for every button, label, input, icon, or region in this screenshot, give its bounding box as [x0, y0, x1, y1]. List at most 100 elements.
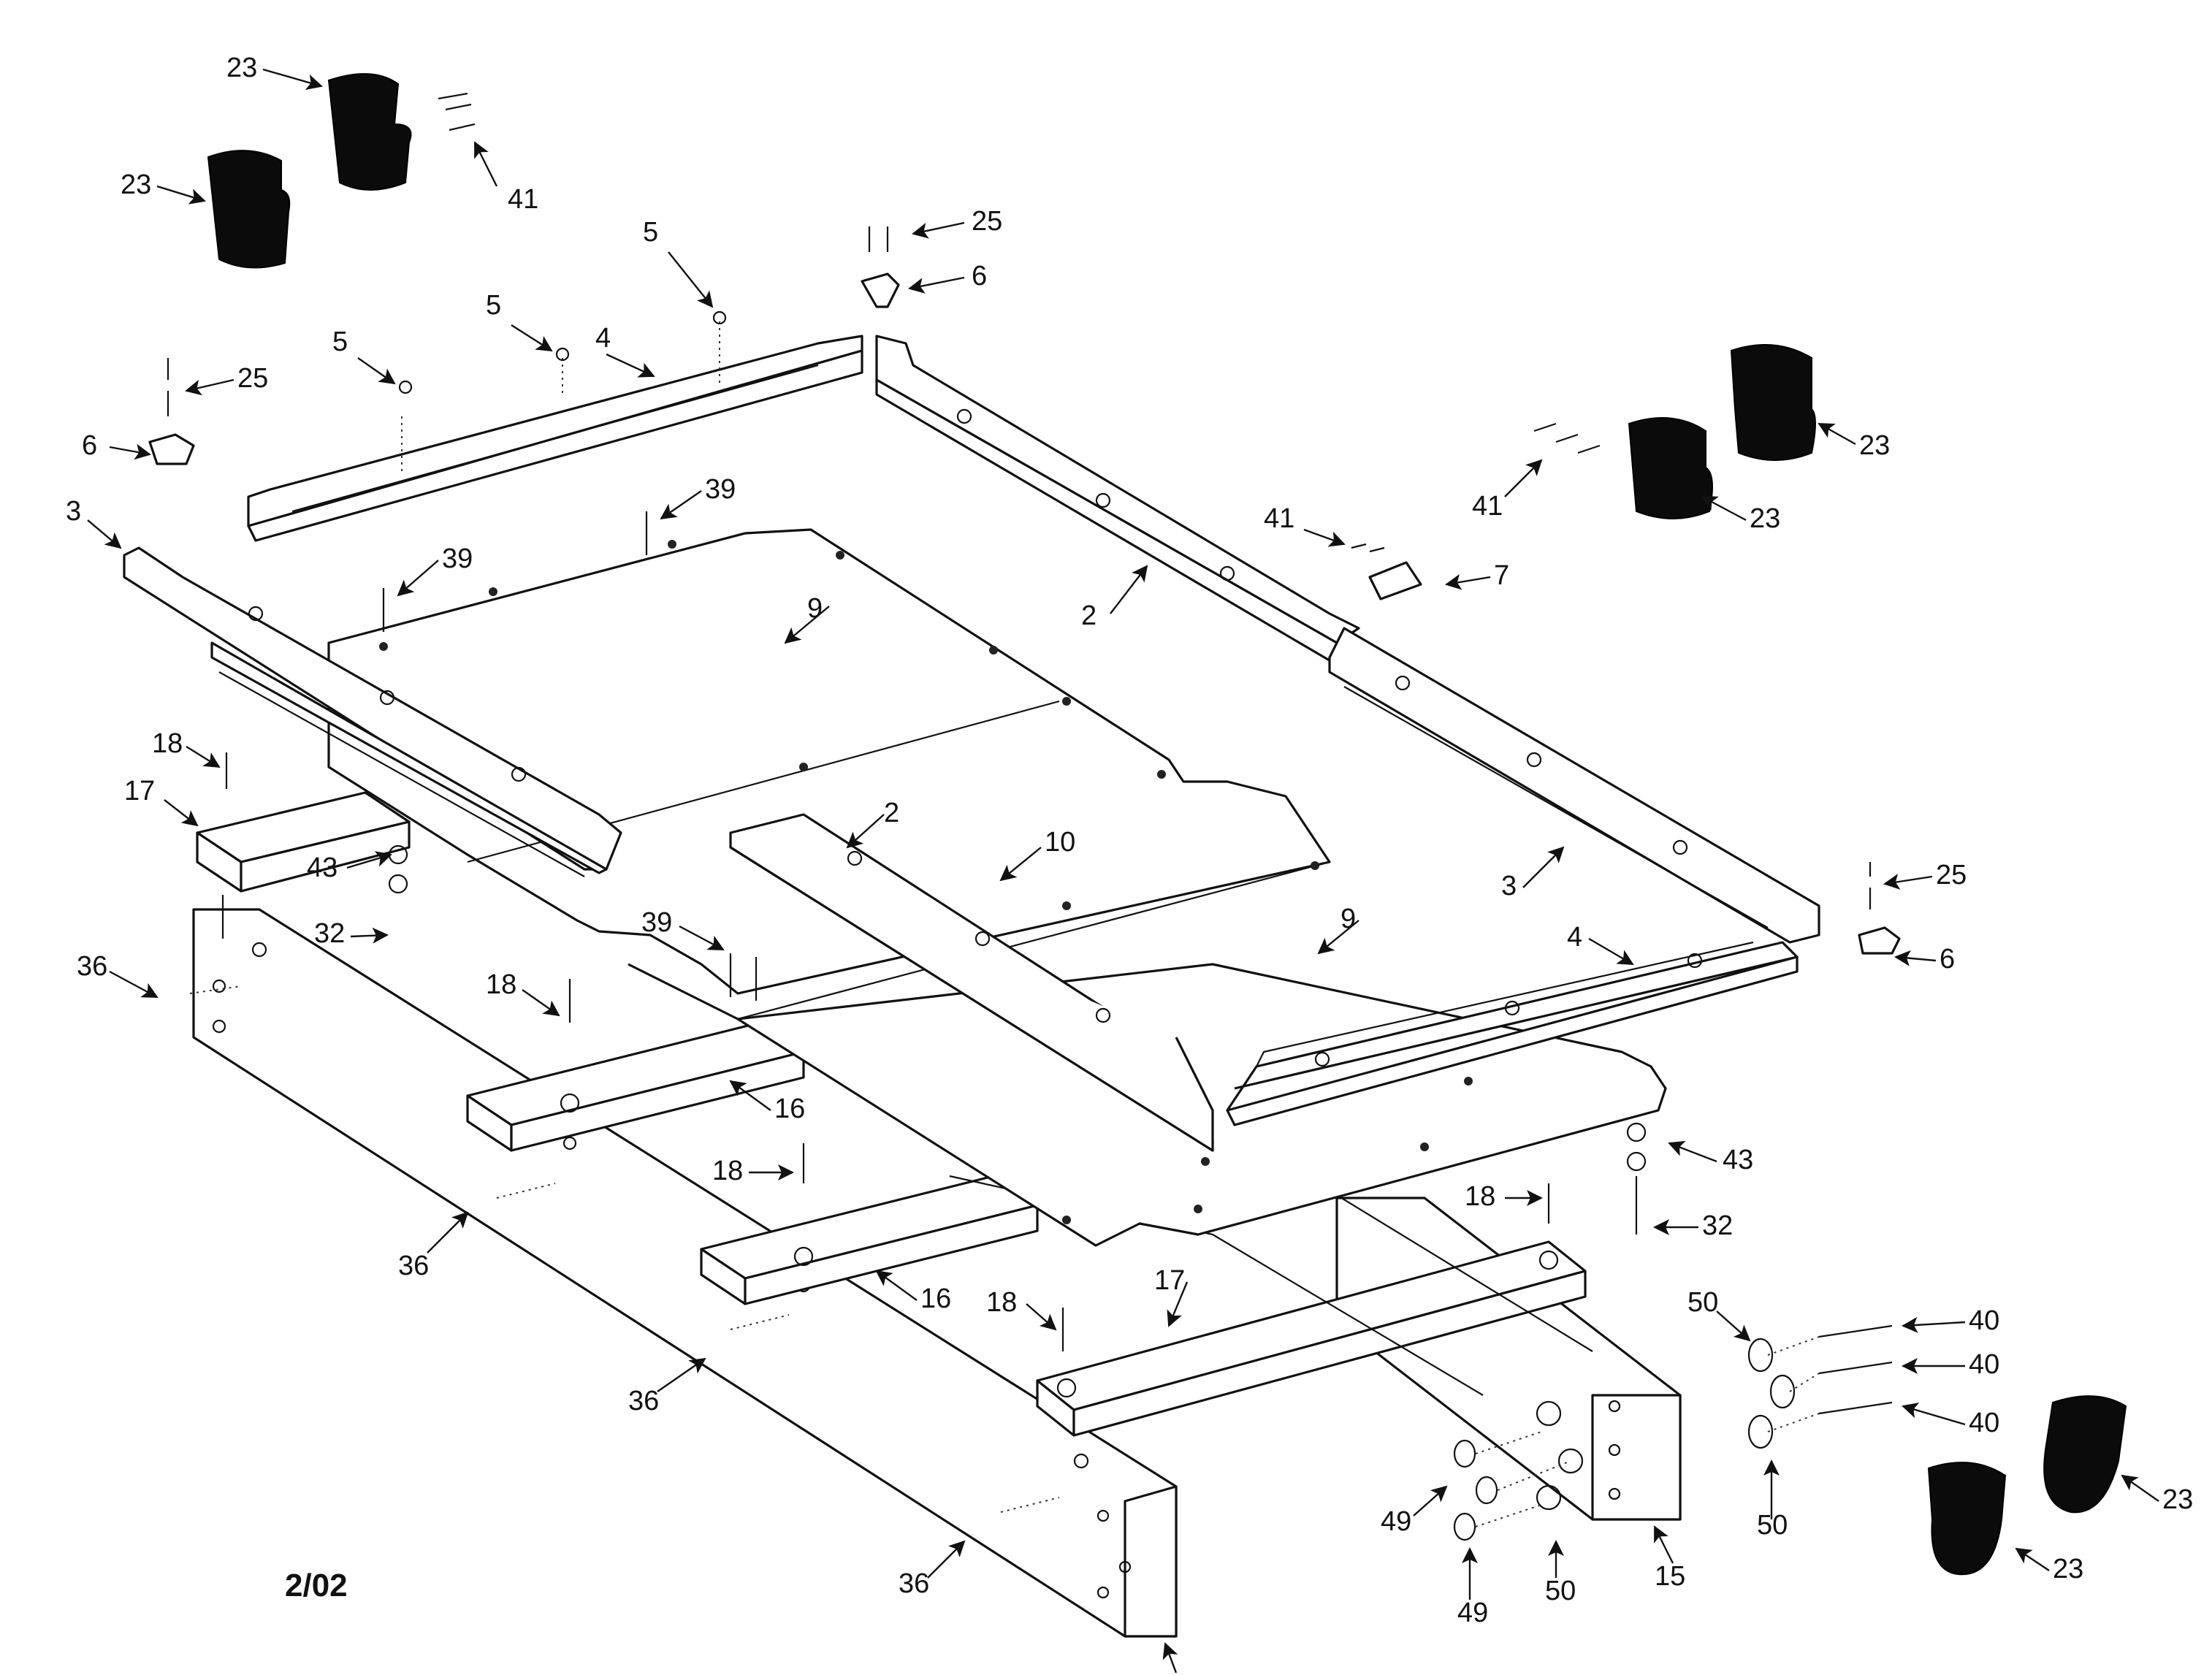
pocket-cup-23-b	[207, 150, 291, 269]
callout-40: 40	[1969, 1349, 1999, 1380]
callout-41: 41	[1264, 503, 1294, 534]
leg-end-board-15	[1335, 1197, 1682, 1521]
callout-18: 18	[712, 1156, 743, 1186]
callout-23: 23	[2053, 1554, 2083, 1584]
rail-2-rear	[875, 335, 1360, 666]
callout-leader-arrow	[164, 799, 199, 827]
callout-5: 5	[332, 327, 348, 357]
callout-6: 6	[82, 430, 97, 461]
cross-brace-16-front	[700, 1175, 1039, 1305]
callout-6: 6	[972, 261, 987, 291]
callout-leader-arrow	[2121, 1474, 2159, 1502]
callout-leader-arrow	[427, 1211, 469, 1254]
callout-18: 18	[1465, 1181, 1495, 1212]
callout-6: 6	[1940, 944, 1955, 974]
washers-and-bolts	[221, 511, 1893, 1541]
callout-leader-arrow	[908, 276, 965, 294]
callout-17: 17	[1154, 1265, 1185, 1296]
callout-leader-arrow	[1303, 528, 1346, 547]
callout-23: 23	[121, 169, 151, 200]
callout-leader-arrow	[357, 357, 396, 385]
callout-leader-arrow	[1110, 565, 1148, 614]
callout-25: 25	[1936, 860, 1967, 890]
callout-50: 50	[1757, 1510, 1788, 1541]
callout-leader-arrow	[606, 353, 655, 378]
callout-49: 49	[1457, 1598, 1488, 1628]
callout-leader-arrow	[657, 1357, 706, 1392]
callout-7: 7	[1494, 560, 1509, 591]
callout-25: 25	[972, 206, 1002, 237]
callout-25: 25	[237, 363, 268, 394]
callout-leader-arrow	[350, 927, 389, 944]
callout-leader-arrow	[346, 851, 392, 869]
rail-4-front	[1226, 941, 1799, 1126]
callout-2: 2	[884, 798, 899, 828]
callout-leader-arrow	[1902, 1316, 1966, 1333]
callout-17: 17	[124, 776, 155, 806]
callout-leader-arrow	[1522, 846, 1565, 888]
callout-9: 9	[1340, 904, 1356, 934]
callout-18: 18	[152, 728, 183, 759]
callout-41: 41	[1472, 491, 1503, 522]
callout-23: 23	[2162, 1484, 2193, 1515]
callout-leader-arrow	[511, 324, 553, 352]
callout-leader-arrow	[912, 221, 965, 239]
rail-4-rear	[247, 335, 863, 542]
rail-3-left	[123, 546, 622, 877]
callout-36: 36	[77, 951, 107, 982]
callout-leader-arrow	[1818, 422, 1856, 446]
rail-3-right	[1328, 627, 1820, 944]
corner-casting-6-left	[148, 433, 195, 465]
callout-16: 16	[774, 1094, 805, 1124]
side-board-arrow	[1162, 1642, 1178, 1674]
callout-39: 39	[641, 907, 672, 938]
callout-leader-arrow	[1883, 874, 1933, 890]
callout-leader-arrow	[1317, 920, 1359, 955]
callout-leader-arrow	[1902, 1403, 1966, 1426]
rail-2-front	[729, 813, 1214, 1152]
callout-15: 15	[1655, 1561, 1685, 1592]
callout-43: 43	[1723, 1145, 1753, 1175]
callout-9: 9	[807, 593, 823, 624]
callout-39: 39	[705, 474, 736, 505]
revision-date: 2/02	[285, 1568, 348, 1603]
callout-40: 40	[1969, 1408, 1999, 1438]
pocket-cup-23-c	[1730, 344, 1816, 461]
callout-18: 18	[986, 1287, 1017, 1318]
callout-leader-arrow	[87, 519, 122, 549]
callout-36: 36	[628, 1386, 659, 1416]
callout-23: 23	[1859, 430, 1890, 461]
callout-leader-arrow	[109, 443, 151, 460]
callout-4: 4	[1567, 922, 1582, 953]
callout-leader-arrow	[784, 606, 830, 644]
corner-casting-6-top	[861, 272, 900, 308]
callout-39: 39	[442, 543, 473, 574]
cross-brace-16-mid	[466, 1021, 805, 1152]
callout-23: 23	[226, 53, 257, 83]
callout-18: 18	[486, 969, 516, 1000]
callout-leader-arrow	[473, 141, 498, 187]
callout-50: 50	[1687, 1287, 1718, 1318]
callout-43: 43	[307, 852, 337, 883]
cross-brace-17-front	[1036, 1240, 1587, 1437]
callout-leader-arrow	[1504, 459, 1543, 497]
callout-leader-arrow	[999, 847, 1042, 882]
callout-leader-arrow	[156, 185, 206, 205]
slate-panel-rear	[327, 528, 1331, 1166]
callout-36: 36	[398, 1251, 429, 1281]
callout-labels: 23 41 23 25 6 5 5 4 5 25 6 23 41 23 3 39…	[66, 53, 2193, 1628]
callout-leader-arrow	[1701, 495, 1747, 522]
callout-leaders	[87, 68, 2159, 1600]
callout-leader-arrow	[1716, 1310, 1751, 1342]
callout-leader-arrow	[185, 378, 234, 396]
dashed-assembly-lines	[189, 321, 1820, 1527]
callout-leader-arrow	[846, 814, 885, 849]
callout-leader-arrow	[1588, 937, 1634, 966]
callout-32: 32	[1702, 1210, 1733, 1241]
callout-leader-arrow	[262, 68, 323, 91]
callout-leader-arrow	[1026, 1303, 1057, 1331]
callout-leader-arrow	[729, 1080, 771, 1111]
callout-41: 41	[508, 184, 538, 215]
callout-leader-arrow	[660, 490, 702, 520]
center-casting-7	[1368, 561, 1422, 600]
